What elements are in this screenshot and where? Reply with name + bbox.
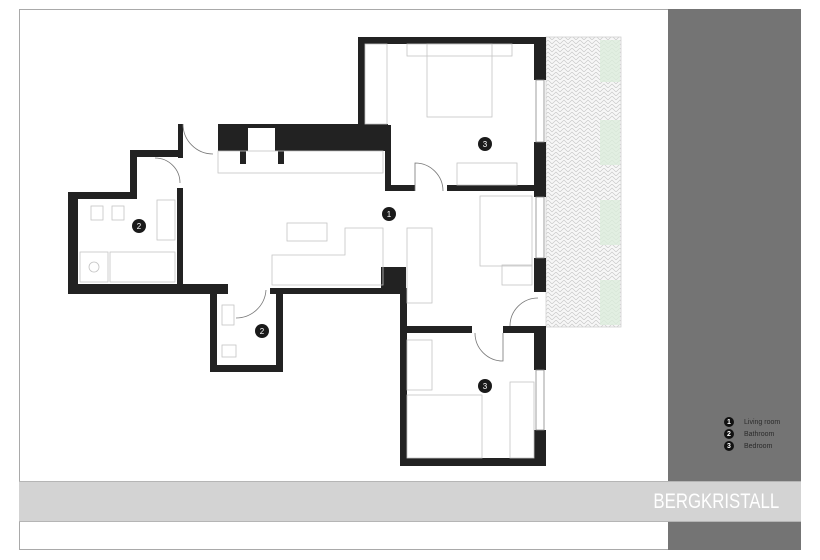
- property-name: BERGKRISTALL: [653, 490, 779, 513]
- wardrobe-icon: [509, 381, 535, 459]
- bed-icon: [479, 195, 533, 267]
- svg-text:2: 2: [260, 327, 265, 336]
- room-marker-bathroom: 2: [132, 219, 146, 233]
- bed-icon: [406, 394, 483, 459]
- room-marker-bedroom: 3: [478, 379, 492, 393]
- desk-icon: [456, 162, 518, 186]
- room-markers: 1 2 2 3 3: [132, 137, 492, 393]
- svg-text:3: 3: [483, 382, 488, 391]
- legend-label: Bedroom: [744, 442, 773, 450]
- svg-text:3: 3: [483, 140, 488, 149]
- room-marker-bedroom: 3: [478, 137, 492, 151]
- planter-icon: [600, 120, 620, 165]
- terrace: [545, 36, 622, 328]
- planter-icon: [600, 280, 620, 325]
- windows: [535, 79, 545, 431]
- legend-number-badge: 1: [724, 417, 734, 427]
- sink-icon: [221, 344, 237, 358]
- legend-label: Living room: [744, 418, 781, 426]
- planter-icon: [600, 40, 620, 82]
- sink-icon: [111, 205, 125, 221]
- cabinet-icon: [406, 227, 433, 304]
- toilet-icon: [221, 304, 235, 326]
- table-icon: [286, 222, 328, 242]
- legend: 1 Living room 2 Bathroom 3 Bedroom: [724, 416, 780, 452]
- room-marker-bathroom: 2: [255, 324, 269, 338]
- svg-text:2: 2: [137, 222, 142, 231]
- legend-item: 1 Living room: [724, 416, 780, 428]
- legend-number-badge: 2: [724, 429, 734, 439]
- planter-icon: [600, 200, 620, 245]
- svg-text:1: 1: [387, 210, 392, 219]
- legend-label: Bathroom: [744, 430, 775, 438]
- walls: [68, 37, 546, 466]
- toilet-icon: [156, 199, 176, 241]
- wardrobe-icon: [364, 43, 388, 125]
- shower-icon: [79, 251, 109, 283]
- wardrobe-icon: [406, 339, 433, 391]
- legend-number-badge: 3: [724, 441, 734, 451]
- bed-icon: [426, 43, 493, 118]
- sofa-icon: [271, 227, 384, 286]
- sink-icon: [90, 205, 104, 221]
- furniture: [79, 43, 535, 459]
- side-panel: [668, 9, 801, 550]
- room-marker-living-room: 1: [382, 207, 396, 221]
- kitchen-counter-icon: [217, 150, 384, 174]
- bathtub-icon: [109, 251, 176, 283]
- legend-item: 3 Bedroom: [724, 440, 780, 452]
- doors: [154, 123, 539, 362]
- title-band: BERGKRISTALL: [19, 481, 801, 522]
- legend-item: 2 Bathroom: [724, 428, 780, 440]
